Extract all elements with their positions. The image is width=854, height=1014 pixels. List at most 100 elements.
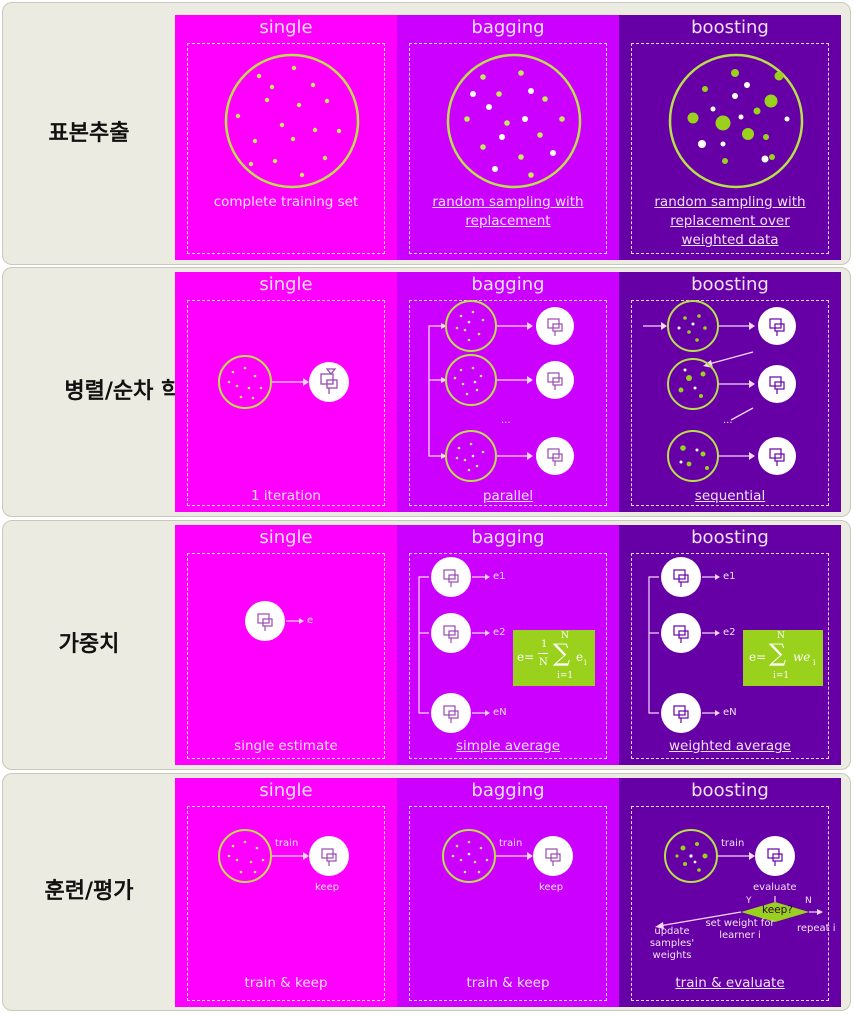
ellipsis: ... xyxy=(501,415,511,426)
output-e2: e2 xyxy=(493,627,506,638)
sum-lower: i=1 xyxy=(557,671,574,681)
formula-lhs: e= xyxy=(517,650,535,664)
formula-term: e xyxy=(576,650,584,664)
panel-frame xyxy=(631,553,829,759)
caption: random sampling with replacement over we… xyxy=(654,194,806,248)
panel-frame xyxy=(409,300,607,506)
panel-title: bagging xyxy=(471,17,545,38)
caption: 1 iteration xyxy=(251,488,321,504)
sum-lower: i=1 xyxy=(773,671,790,681)
keep-question: keep? xyxy=(762,904,793,916)
caption: train & keep xyxy=(244,975,328,991)
caption: sequential xyxy=(694,488,766,504)
panel-frame xyxy=(409,43,607,254)
full-dataset-circle xyxy=(224,53,360,189)
ellipsis: ... xyxy=(723,415,733,426)
sigma-icon: ∑ xyxy=(769,639,787,667)
panel-frame xyxy=(187,43,385,254)
panel-frame xyxy=(631,43,829,254)
panel-single: single 1 iteration xyxy=(175,272,397,512)
row-sampling: 표본추출 single complete training set baggin… xyxy=(2,2,851,265)
panel-title: single xyxy=(259,274,313,295)
weighted-sample-circle xyxy=(668,53,804,189)
output-e1: e1 xyxy=(493,571,506,582)
sigma-icon: ∑ xyxy=(553,639,571,667)
fraction-numerator: 1 xyxy=(541,639,548,650)
panel-bagging: bagging e1 e2 eN e= 1 N N ∑ i= xyxy=(397,525,619,765)
learner-icon xyxy=(309,362,349,402)
formula-term: we xyxy=(793,650,811,664)
panel-frame xyxy=(187,300,385,506)
row-train-eval: 훈련/평가 single train keep train & keep bag… xyxy=(2,773,851,1011)
weighted-average-flow xyxy=(648,557,720,733)
panel-title: bagging xyxy=(471,527,545,548)
keep-label: keep xyxy=(315,882,340,893)
panel-frame xyxy=(409,806,607,1001)
panel-frame xyxy=(409,553,607,759)
panel-frame xyxy=(631,806,829,1001)
panel-title: single xyxy=(259,780,313,801)
fraction-bar xyxy=(538,653,548,654)
panel-title: single xyxy=(259,527,313,548)
fraction-denominator: N xyxy=(539,657,548,668)
row-label: 가중치 xyxy=(58,632,120,657)
panel-title: boosting xyxy=(691,274,769,295)
caption: simple average xyxy=(455,738,561,754)
output-eN: eN xyxy=(723,707,737,718)
panel-single: single complete training set xyxy=(175,15,397,260)
yes-label: Y xyxy=(746,896,752,906)
panel-title: boosting xyxy=(691,17,769,38)
evaluate-label: evaluate xyxy=(753,882,797,893)
single-estimate-flow xyxy=(245,601,304,641)
output-label: e xyxy=(307,615,314,626)
bootstrap-sample-circle xyxy=(446,53,582,189)
simple-average-formula: e= 1 N N ∑ i=1 e i xyxy=(513,630,595,686)
panel-title: single xyxy=(259,17,313,38)
train-label: train xyxy=(499,838,523,849)
update-weights-label: update samples' weights xyxy=(649,926,695,961)
row-label: 훈련/평가 xyxy=(44,879,134,904)
formula-subscript: i xyxy=(584,658,587,667)
panel-single: single train keep train & keep xyxy=(175,778,397,1007)
panel-title: boosting xyxy=(691,527,769,548)
sequential-learners-flow xyxy=(643,300,796,482)
weighted-average-formula: e= N ∑ i=1 we i xyxy=(743,630,823,686)
output-e1: e1 xyxy=(723,571,736,582)
decision-diamond xyxy=(741,902,809,922)
train-keep-flow xyxy=(442,829,573,883)
panel-title: boosting xyxy=(691,780,769,801)
row-label: 표본추출 xyxy=(48,120,130,146)
train-keep-flow xyxy=(218,829,349,883)
keep-label: keep xyxy=(539,882,564,893)
panel-frame xyxy=(187,553,385,759)
train-evaluate-flow xyxy=(655,829,823,929)
repeat-label: repeat i xyxy=(797,923,836,934)
no-label: N xyxy=(805,896,812,906)
panel-boosting: boosting xyxy=(619,272,841,512)
formula-lhs: e= xyxy=(749,650,767,664)
simple-average-flow xyxy=(418,557,490,733)
panel-bagging: bagging train keep train & keep xyxy=(397,778,619,1007)
panel-boosting: boosting train evaluate keep? Y N repeat… xyxy=(619,778,841,1007)
caption: train & evaluate xyxy=(675,975,785,991)
panel-boosting: boosting random sampling with replacemen… xyxy=(619,15,841,260)
panel-title: bagging xyxy=(471,274,545,295)
panel-single: single e single estimate xyxy=(175,525,397,765)
caption: parallel xyxy=(482,488,534,504)
caption: random sampling with replacement xyxy=(432,194,584,229)
train-label: train xyxy=(721,838,745,849)
panel-title: bagging xyxy=(471,780,545,801)
parallel-learners-flow xyxy=(428,300,574,482)
panel-boosting: boosting e1 e2 eN e= N ∑ i=1 we i xyxy=(619,525,841,765)
row-weighting: 가중치 single e single estimate bagging xyxy=(2,520,851,770)
single-learner-flow xyxy=(218,355,349,409)
train-label: train xyxy=(275,838,299,849)
sum-upper: N xyxy=(777,631,785,641)
caption: complete training set xyxy=(213,194,359,210)
caption: weighted average xyxy=(669,738,791,754)
caption: train & keep xyxy=(466,975,550,991)
set-weight-label: set weight for learner i xyxy=(705,918,775,941)
caption: single estimate xyxy=(234,738,338,754)
formula-subscript: i xyxy=(813,658,816,667)
panel-bagging: bagging random sampling with replacement xyxy=(397,15,619,260)
